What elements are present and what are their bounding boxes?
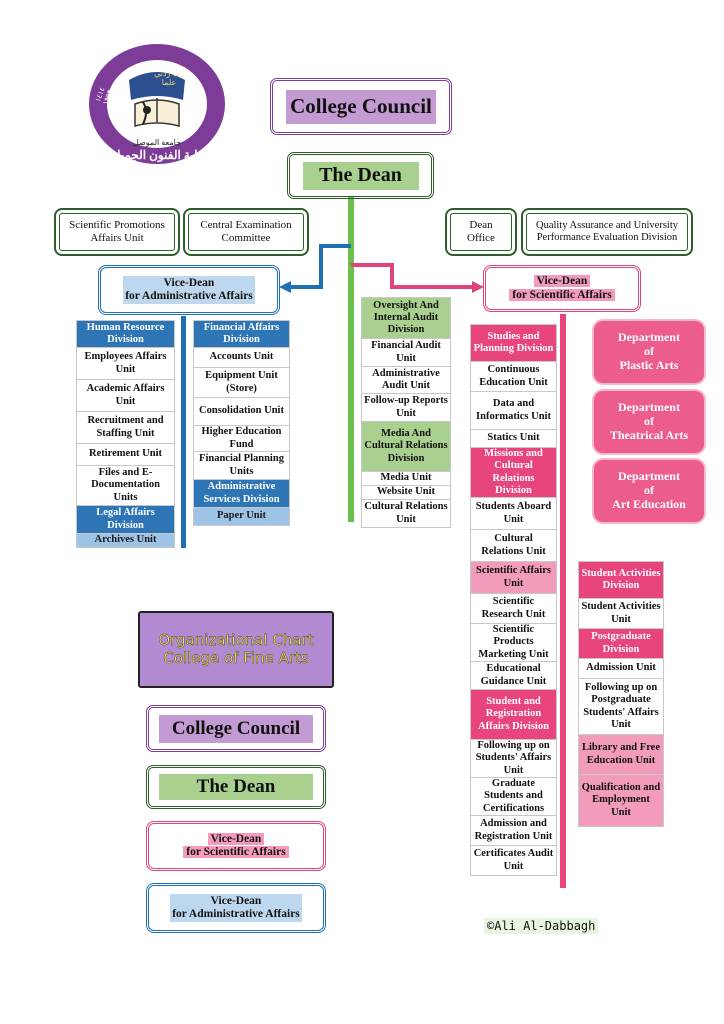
center-col-cell-2: Administrative Audit Unit (361, 367, 451, 394)
vice-dean-admin-box: Vice-Dean for Administrative Affairs (98, 265, 280, 315)
admin-col2-cell-7: Paper Unit (193, 508, 290, 526)
admin-col1-cell-2: Academic Affairs Unit (76, 380, 175, 412)
sci-col1-cell-9: Scientific Products Marketing Unit (470, 624, 557, 662)
sci-col1-cell-6: Cultural Relations Unit (470, 530, 557, 562)
logo-motto-text: رب زدني علما (154, 69, 184, 87)
sci-col1-cell-13: Graduate Students and Certifications (470, 778, 557, 816)
admin-col2-cell-6: Administrative Services Division (193, 480, 290, 508)
vice-dean-sci-line2: for Scientific Affairs (509, 288, 615, 301)
sci-col1-cell-7: Scientific Affairs Unit (470, 562, 557, 594)
sci-col1-cell-10: Educational Guidance Unit (470, 662, 557, 690)
center-col-cell-5: Media Unit (361, 472, 451, 486)
sci-col1-cell-4: Missions and Cultural Relations Division (470, 448, 557, 498)
admin-col2-cell-3: Consolidation Unit (193, 398, 290, 426)
sci-col2-cell-5: Library and Free Education Unit (578, 735, 664, 775)
sci-col2-cell-3: Admission Unit (578, 659, 664, 679)
legend-vice-dean-scientific: Vice-Dean for Scientific Affairs (146, 821, 326, 871)
sci-col2-cell-6: Qualification and Employment Unit (578, 775, 664, 827)
scientific-spine-line (560, 314, 566, 888)
sci-col1-cell-8: Scientific Research Unit (470, 594, 557, 624)
center-col-cell-1: Financial Audit Unit (361, 339, 451, 367)
sci-col2-cell-2: Postgraduate Division (578, 629, 664, 659)
admin-col2-cell-1: Accounts Unit (193, 348, 290, 368)
center-col-cell-4: Media And Cultural Relations Division (361, 422, 451, 472)
vice-dean-scientific-box: Vice-Dean for Scientific Affairs (483, 265, 641, 312)
sci-col2-cell-4: Following up on Postgraduate Students' A… (578, 679, 664, 735)
admin-col2-cell-2: Equipment Unit (Store) (193, 368, 290, 398)
center-col-cell-6: Website Unit (361, 486, 451, 500)
college-council-box: College Council (270, 78, 452, 135)
admin-col2-cell-4: Higher Education Fund (193, 426, 290, 452)
vice-dean-sci-line1: Vice-Dean (533, 275, 591, 288)
center-col-cell-7: Cultural Relations Unit (361, 500, 451, 528)
logo-college-text: كلية الفنون الجميلة (110, 148, 204, 162)
legend-title-box: Organizational Chart College of Fine Art… (138, 611, 334, 688)
sci-col1-cell-3: Statics Unit (470, 430, 557, 448)
arrow-admin-icon (279, 281, 291, 293)
sci-col1-cell-11: Student and Registration Affairs Divisio… (470, 690, 557, 740)
dean-office-unit: Dean Office (445, 208, 517, 256)
scientific-promotions-unit: Scientific Promotions Affairs Unit (54, 208, 180, 256)
center-col-cell-0: Oversight And Internal Audit Division (361, 297, 451, 339)
center-col-cell-3: Follow-up Reports Unit (361, 394, 451, 422)
sci-col1-cell-0: Studies and Planning Division (470, 324, 557, 362)
arrow-scientific-icon (472, 281, 484, 293)
copyright-label: ©Ali Al-Dabbagh (484, 918, 599, 934)
college-logo: رب زدني علما جامعة الموصل كلية الفنون ال… (87, 42, 227, 167)
sci-col2-cell-0: Student Activities Division (578, 561, 664, 599)
sci-col1-cell-1: Continuous Education Unit (470, 362, 557, 392)
legend-title-line1: Organizational Chart (158, 631, 314, 650)
legend-vice-dean-admin: Vice-Dean for Administrative Affairs (146, 883, 326, 933)
dean-trunk-line (348, 196, 354, 522)
sci-col1-cell-12: Following up on Students' Affairs Unit (470, 740, 557, 778)
dean-box: The Dean (287, 152, 434, 199)
sci-col1-cell-15: Certificates Audit Unit (470, 846, 557, 876)
admin-col1-cell-5: Files and E-Documentation Units (76, 466, 175, 506)
quality-assurance-division: Quality Assurance and University Perform… (521, 208, 693, 256)
vice-dean-admin-line1: Vice-Dean (163, 276, 215, 289)
sci-col1-cell-2: Data and Informatics Unit (470, 392, 557, 430)
dean-label: The Dean (319, 164, 402, 186)
admin-col1-cell-4: Retirement Unit (76, 444, 175, 466)
college-council-label: College Council (290, 94, 432, 118)
admin-col2-cell-5: Financial Planning Units (193, 452, 290, 480)
admin-spine-line (181, 316, 186, 548)
central-examination-committee: Central Examination Committee (183, 208, 309, 256)
sci-col1-cell-14: Admission and Registration Unit (470, 816, 557, 846)
admin-col2-cell-0: Financial Affairs Division (193, 320, 290, 348)
admin-col1-cell-0: Human Resource Division (76, 320, 175, 348)
sci-col2-cell-1: Student Activities Unit (578, 599, 664, 629)
logo-university-text: جامعة الموصل (132, 138, 182, 147)
admin-col1-cell-1: Employees Affairs Unit (76, 348, 175, 380)
admin-col1-cell-3: Recruitment and Staffing Unit (76, 412, 175, 444)
connector-to-scientific (351, 263, 475, 289)
vice-dean-admin-line2: for Administrative Affairs (125, 290, 253, 302)
legend-title-line2: College of Fine Arts (163, 648, 309, 667)
legend-dean: The Dean (146, 765, 326, 809)
legend-college-council: College Council (146, 705, 326, 752)
admin-col1-cell-6: Legal Affairs Division (76, 506, 175, 534)
connector-to-admin (289, 244, 351, 289)
admin-col1-cell-7: Archives Unit (76, 534, 175, 548)
sci-col1-cell-5: Students Aboard Unit (470, 498, 557, 530)
